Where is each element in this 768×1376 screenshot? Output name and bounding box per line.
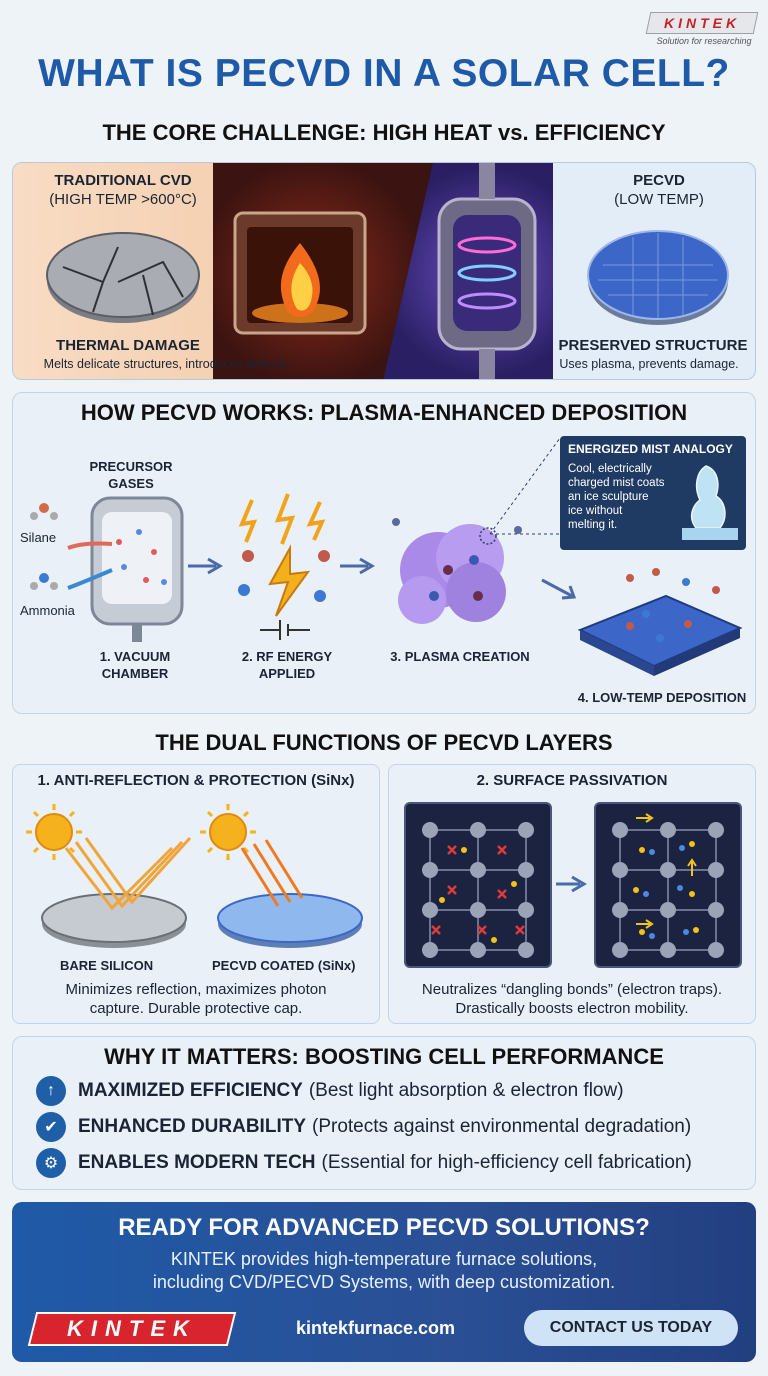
analogy-line: charged mist coats	[568, 477, 665, 489]
silane-label: Silane	[20, 530, 57, 545]
ice-sculpture-icon	[682, 465, 738, 540]
step-deposition-label: 4. LOW-TEMP DEPOSITION	[577, 690, 747, 705]
challenge-panel: TRADITIONAL CVD (HIGH TEMP >600°C) THERM…	[12, 162, 756, 380]
preserved-structure-desc: Uses plasma, prevents damage.	[559, 357, 739, 371]
kintek-logo-top[interactable]: KINTEK	[645, 12, 759, 34]
arrow-right-icon	[556, 875, 587, 893]
anti-reflection-panel	[12, 764, 380, 1024]
pecvd-title: PECVD	[633, 172, 685, 189]
shield-icon: ✔	[36, 1112, 66, 1142]
furnace-fire-icon	[233, 211, 367, 335]
cta-text-line: including CVD/PECVD Systems, with deep c…	[152, 1272, 616, 1292]
why-heading: WHY IT MATTERS: BOOSTING CELL PERFORMANC…	[104, 1044, 664, 1069]
preserved-structure-label: PRESERVED STRUCTURE	[558, 337, 748, 354]
step1-line-1: 1. VACUUM	[99, 649, 171, 664]
analogy-title: ENERGIZED MIST ANALOGY	[568, 442, 733, 456]
why-item-title: ENHANCED DURABILITY	[78, 1116, 306, 1137]
traditional-cvd-label: TRADITIONAL CVD (HIGH TEMP >600°C)	[33, 171, 213, 209]
page-title: WHAT IS PECVD IN A SOLAR CELL?	[38, 52, 730, 95]
cta-text: KINTEK provides high-temperature furnace…	[12, 1248, 756, 1294]
analogy-line: melting it.	[568, 519, 618, 531]
lattice-after	[594, 802, 742, 968]
why-panel	[12, 1036, 756, 1190]
why-item-title: MAXIMIZED EFFICIENCY	[78, 1080, 303, 1101]
analogy-box: ENERGIZED MIST ANALOGY Cool, electricall…	[560, 436, 746, 550]
intact-wafer-icon	[587, 230, 729, 325]
lattice-before	[404, 802, 552, 968]
deposition-wafer-icon	[577, 568, 743, 676]
step2-line-2: APPLIED	[258, 666, 316, 681]
logo-tagline: Solution for researching	[656, 36, 752, 46]
pecvd-label: PECVD (LOW TEMP)	[569, 171, 749, 209]
cracked-wafer-icon	[46, 232, 200, 323]
step2-line-1: 2. RF ENERGY	[241, 649, 333, 664]
step-plasma-label: 3. PLASMA CREATION	[390, 649, 530, 664]
why-item-detail: (Protects against environmental degradat…	[312, 1116, 692, 1137]
precursor-line-1: PRECURSOR	[89, 459, 173, 474]
functions-heading: THE DUAL FUNCTIONS OF PECVD LAYERS	[155, 730, 613, 755]
website-link[interactable]: kintekfurnace.com	[296, 1318, 456, 1338]
plasma-chamber-icon	[437, 163, 537, 379]
passivation-desc: Neutralizes “dangling bonds” (electron t…	[390, 980, 754, 1018]
dangling-bonds-lattice	[422, 822, 534, 958]
arrow-up-icon: ↑	[36, 1076, 66, 1106]
anti-reflection-title: 1. ANTI-REFLECTION & PROTECTION (SiNx)	[37, 772, 355, 789]
thermal-damage-desc: Melts delicate structures, introduces de…	[43, 357, 291, 371]
analogy-text: Cool, electrically charged mist coats an…	[568, 462, 678, 532]
why-item: ✔ ENHANCED DURABILITY (Protects against …	[36, 1112, 746, 1142]
arrow-right-icon	[340, 557, 375, 575]
anti-reflection-desc-line: Minimizes reflection, maximizes photon	[65, 981, 327, 998]
why-item: ⚙ ENABLES MODERN TECH (Essential for hig…	[36, 1148, 746, 1178]
arrow-right-icon	[188, 557, 223, 575]
step-vacuum-label: 1. VACUUM CHAMBER	[70, 648, 200, 682]
furnace-art	[213, 163, 433, 379]
passivation-desc-line: Drastically boosts electron mobility.	[455, 1000, 689, 1017]
why-item-detail: (Essential for high-efficiency cell fabr…	[321, 1152, 692, 1173]
challenge-heading: THE CORE CHALLENGE: HIGH HEAT vs. EFFICI…	[102, 120, 666, 145]
step-rf-label: 2. RF ENERGY APPLIED	[222, 648, 352, 682]
passivation-desc-line: Neutralizes “dangling bonds” (electron t…	[421, 981, 723, 998]
logo-text: KINTEK	[663, 15, 741, 31]
why-item-detail: (Best light absorption & electron flow)	[308, 1080, 624, 1101]
why-item-title: ENABLES MODERN TECH	[78, 1152, 316, 1173]
passivated-lattice	[612, 813, 724, 958]
pecvd-temp: (LOW TEMP)	[614, 191, 704, 208]
cta-heading: READY FOR ADVANCED PECVD SOLUTIONS?	[118, 1214, 650, 1241]
kintek-logo-bottom[interactable]: KINTEK	[27, 1312, 237, 1346]
how-heading: HOW PECVD WORKS: PLASMA-ENHANCED DEPOSIT…	[80, 400, 688, 425]
precursor-line-2: GASES	[108, 476, 154, 491]
gear-icon: ⚙	[36, 1148, 66, 1178]
analogy-pointer-lines	[489, 437, 561, 535]
sun-icon	[200, 804, 256, 860]
plasma-cloud-icon	[392, 518, 522, 624]
precursor-label: PRECURSOR GASES	[66, 458, 196, 492]
bare-silicon-label: BARE SILICON	[60, 958, 154, 973]
step1-line-2: CHAMBER	[101, 666, 169, 681]
passivation-title: 2. SURFACE PASSIVATION	[476, 772, 668, 789]
anti-reflection-desc: Minimizes reflection, maximizes photon c…	[14, 980, 378, 1018]
ammonia-label: Ammonia	[20, 603, 75, 618]
why-item: ↑ MAXIMIZED EFFICIENCY (Best light absor…	[36, 1076, 746, 1106]
anti-reflection-diagram	[26, 804, 363, 948]
traditional-cvd-title: TRADITIONAL CVD	[54, 172, 192, 189]
coated-label: PECVD COATED (SiNx)	[212, 958, 356, 973]
traditional-cvd-temp: (HIGH TEMP >600°C)	[49, 191, 197, 208]
logo-text: KINTEK	[67, 1316, 197, 1341]
analogy-line: an ice sculpture	[568, 491, 649, 503]
arrow-down-right-icon	[541, 578, 577, 600]
anti-reflection-desc-line: capture. Durable protective cap.	[89, 1000, 303, 1017]
vacuum-chamber-icon	[30, 496, 184, 642]
analogy-line: Cool, electrically	[568, 463, 652, 475]
plasma-chamber-art	[383, 163, 553, 379]
sun-icon	[26, 804, 82, 860]
rf-energy-icon	[238, 493, 330, 640]
thermal-damage-label: THERMAL DAMAGE	[56, 337, 200, 354]
cta-text-line: KINTEK provides high-temperature furnace…	[170, 1249, 598, 1269]
contact-us-button[interactable]: CONTACT US TODAY	[524, 1310, 738, 1346]
analogy-line: ice without	[568, 505, 623, 517]
